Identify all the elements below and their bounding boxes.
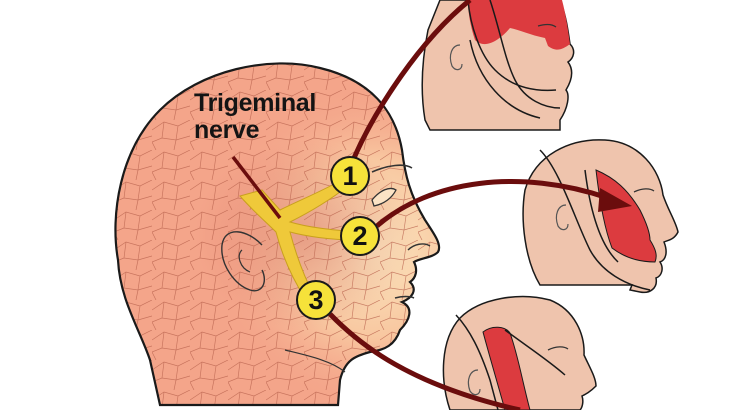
- arrow-branch-3: [328, 312, 521, 410]
- jaw-line: [284, 349, 346, 373]
- eyebrow: [371, 164, 413, 173]
- head-branch-3: [442, 295, 597, 410]
- head-branch-1: [421, 0, 575, 131]
- branch-number-1: 1: [342, 160, 358, 191]
- affected-area-mandibular: [482, 326, 531, 410]
- branch-number-2: 2: [352, 220, 368, 251]
- diagram-title: Trigeminal nerve: [194, 90, 316, 144]
- title-line-2: nerve: [194, 116, 260, 144]
- mouth: [394, 295, 415, 299]
- branch-badge-2: 2: [340, 216, 380, 256]
- branch-badge-1: 1: [330, 156, 370, 196]
- arrow-branch-2: [375, 179, 609, 228]
- eye: [371, 187, 397, 207]
- connector-arrows: [328, 0, 632, 410]
- head-branch-2: [522, 139, 679, 294]
- nostril: [407, 243, 431, 251]
- arrow-head-2: [598, 188, 632, 212]
- label-pointer-line: [231, 155, 282, 220]
- title-line-1: Trigeminal: [194, 89, 317, 117]
- affected-area-maxillary: [595, 169, 657, 263]
- branch-badge-3: 3: [296, 280, 336, 320]
- arrow-branch-1: [351, 0, 472, 160]
- branch-number-3: 3: [308, 284, 324, 315]
- ear-outline: [221, 231, 266, 292]
